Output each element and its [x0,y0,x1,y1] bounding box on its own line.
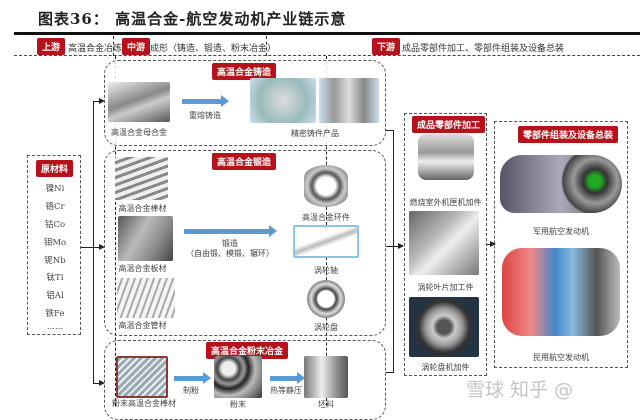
connector [386,246,400,247]
forging-box [104,150,386,336]
arrow-head-icon [398,243,404,249]
cast-rings-image [250,78,316,123]
powder-mid-label: 粉末 [230,400,246,409]
connector [93,247,101,248]
forging-input-label: 高温合金板材 [118,264,167,273]
parts-item-label: 涡轮盘机加件 [421,363,470,372]
forging-process-detail: （自由锻、模锻、辗环） [186,249,274,258]
arrow-head-icon [490,241,496,247]
raw-material-item: 钛Ti [46,273,64,283]
powder-bar-image [116,356,168,398]
powder-badge: 高温合金粉末冶金 [206,342,289,359]
military-engine-image [500,155,622,213]
raw-materials-box: 原材料 镍Ni 铬Cr 钴Co 钼Mo 铌Nb 钛Ti 铝Al 铁Fe ....… [27,155,81,335]
arrow-head-icon [99,98,105,104]
connector [386,130,394,131]
turbine-blade-image [409,211,479,275]
midstream-text: 成形（铸造、锻造、粉末冶金） [150,44,277,54]
assembly-item-label: 军用航空发动机 [533,227,589,236]
forging-input-label: 高温合金棒材 [118,204,167,213]
combustor-casing-image [418,134,474,180]
powder-image [214,356,262,398]
assembly-badge: 零部件组装及设备总装 [518,126,619,143]
powder-step1-label: 制粉 [183,386,199,395]
forging-output-label: 高温合金环件 [302,213,350,222]
connector [393,130,394,373]
connector [93,101,101,102]
powder-input-label: 粉末高温合金棒材 [112,399,176,408]
forging-badge: 高温合金锻造 [212,153,277,170]
upstream-text: 高温合金冶炼 [68,44,123,54]
forging-process-label: 锻造 [222,239,238,248]
casting-input-label: 高温合金母合金 [111,128,167,137]
raw-materials-badge: 原材料 [36,160,74,177]
powder-step2-label: 热等静压 [270,386,302,395]
parts-item-label: 涡轮叶片加工件 [417,283,474,292]
upstream-badge: 上游 [37,38,66,55]
cast-blades-image [319,78,379,123]
raw-material-item: 铬Cr [45,202,65,212]
arrow-icon [182,95,229,107]
downstream-badge: 下游 [372,38,401,55]
parts-item-label: 燃烧室外机匣机加件 [409,198,482,207]
turbine-disk-part-image [409,297,479,357]
connector [81,247,93,248]
figure-title: 图表36： 高温合金-航空发动机产业链示意 [38,10,347,28]
raw-material-item: 铁Fe [45,309,65,319]
watermark: 雪球 知乎 @ [466,379,574,401]
midstream-badge: 中游 [122,38,151,55]
parts-badge: 成品零部件加工 [412,116,486,133]
casting-badge: 高温合金铸造 [212,63,277,80]
tube-stock-image [117,278,175,318]
raw-material-item: ...... [46,322,64,332]
raw-material-item: 铝Al [46,291,64,301]
billet-image [304,356,348,398]
arrow-icon [174,372,211,384]
civil-engine-image [502,248,620,336]
connector [93,101,94,384]
ring-forging-image [304,165,348,207]
assembly-item-label: 民用航空发动机 [533,353,589,362]
turbine-shaft-image [293,225,359,258]
assembly-box [494,121,628,368]
downstream-text: 成品零部件加工、零部件组装及设备总装 [402,44,565,54]
stage-divider [113,36,114,56]
raw-material-item: 镍Ni [45,184,65,194]
turbine-disk-image [307,280,345,318]
master-alloy-image [108,82,170,122]
title-rule [14,32,640,35]
arrow-head-icon [99,380,105,386]
connector [93,383,101,384]
arrow-head-icon [99,244,105,250]
bar-stock-image [115,157,168,200]
arrow-icon [270,372,305,384]
stage-bar [14,35,640,56]
casting-output-label: 精密铸件产品 [291,129,339,138]
casting-process-label: 重熔铸造 [189,111,221,120]
forging-output-label: 涡轮轴 [314,266,338,275]
raw-material-item: 钼Mo [43,238,67,248]
upstream-column-divider [115,56,116,406]
forging-output-label: 涡轮盘 [314,323,338,332]
connector [487,244,492,245]
arrow-icon [184,225,277,237]
parts-box [404,113,487,376]
stage-divider [266,36,267,56]
forging-input-label: 高温合金管材 [118,321,167,330]
powder-output-label: 坯料 [318,400,334,409]
raw-material-item: 钴Co [44,220,66,230]
raw-material-item: 铌Nb [44,256,66,266]
plate-stock-image [118,216,173,261]
connector [386,372,394,373]
